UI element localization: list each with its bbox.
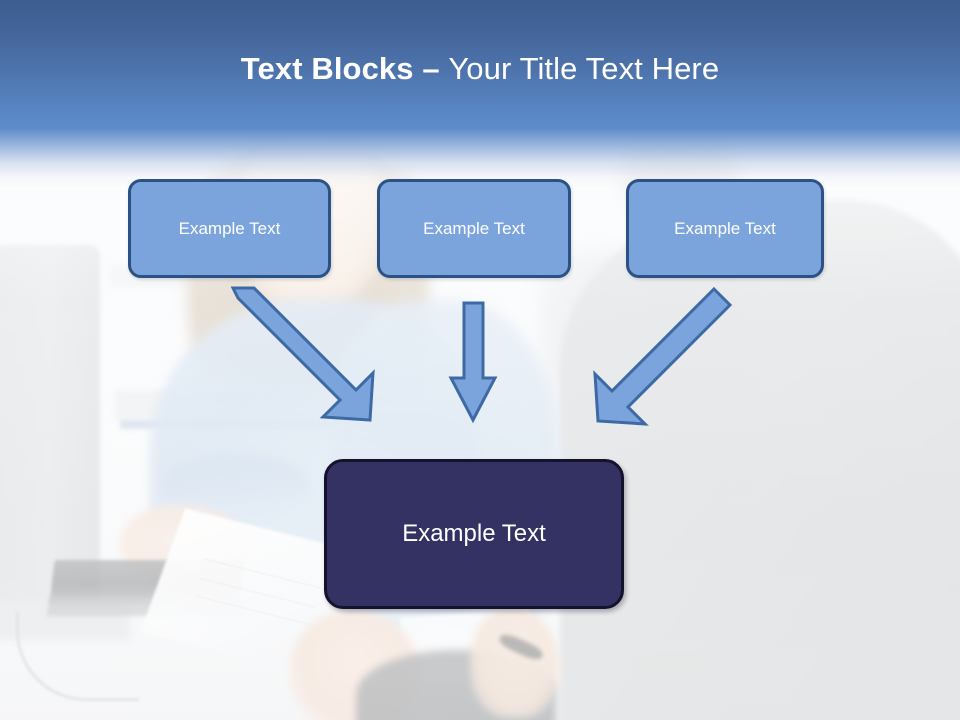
text-block-1-label: Example Text <box>178 218 281 238</box>
slide-title-dash: – <box>422 51 449 86</box>
text-block-3-label: Example Text <box>674 218 776 238</box>
monitor-silhouette <box>0 245 100 605</box>
text-block-3[interactable]: Example Text <box>626 179 824 278</box>
slide-title-strong: Text Blocks <box>240 51 423 86</box>
text-block-2-label: Example Text <box>423 218 525 238</box>
slide-title-light: Your Title Text Here <box>448 51 720 86</box>
text-block-2[interactable]: Example Text <box>377 179 571 278</box>
text-block-1[interactable]: Example Text <box>128 179 331 278</box>
text-block-result[interactable]: Example Text <box>324 459 624 609</box>
slide-title: Text Blocks – Your Title Text Here <box>0 49 960 89</box>
title-banner <box>0 0 960 128</box>
text-block-result-label: Example Text <box>402 520 546 547</box>
man-shoulder-highlight <box>540 250 740 480</box>
